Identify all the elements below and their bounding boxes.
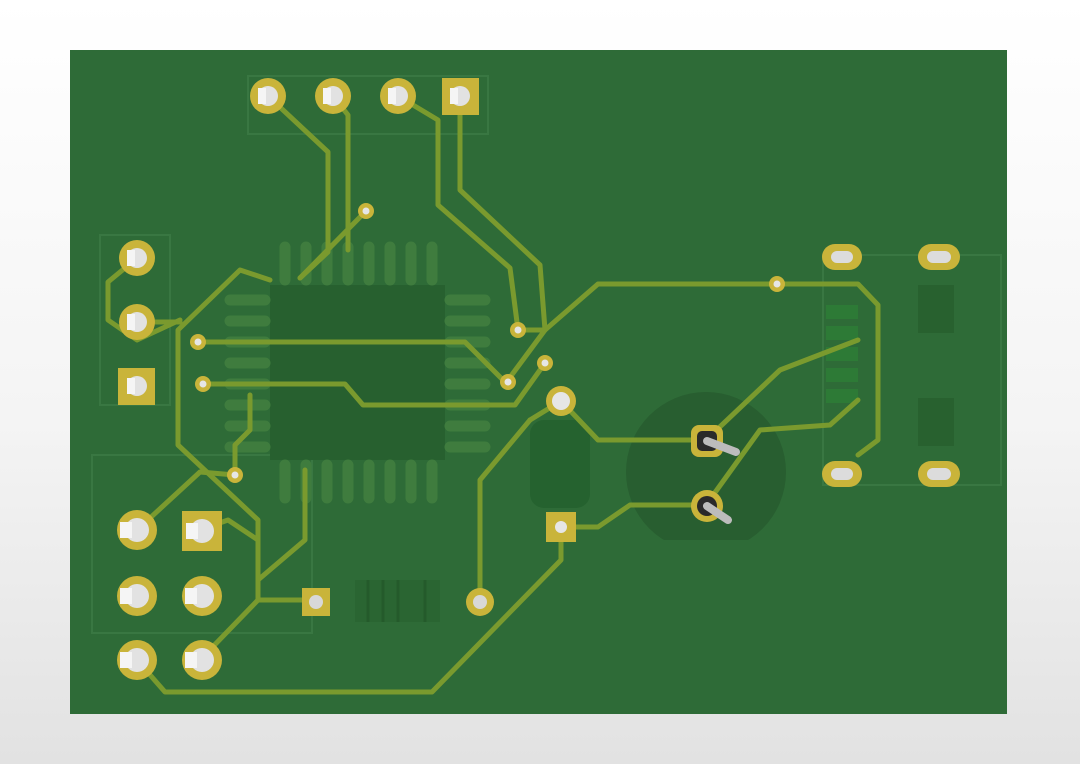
crystal-pad-1[interactable] xyxy=(691,425,740,457)
via xyxy=(500,374,516,390)
header-pin[interactable] xyxy=(117,510,157,550)
usb-shield-pad[interactable] xyxy=(918,461,960,487)
capacitor-pad-positive[interactable] xyxy=(546,386,576,416)
header-pin-1[interactable] xyxy=(182,511,222,551)
header-pin[interactable] xyxy=(315,78,351,114)
crystal-footprint xyxy=(626,392,786,552)
crystal-pads[interactable] xyxy=(691,425,740,524)
copper-traces xyxy=(105,93,881,695)
capacitor-pad-negative[interactable] xyxy=(546,512,576,542)
header-pin[interactable] xyxy=(119,304,155,340)
resistor-pads[interactable] xyxy=(302,588,494,616)
ic-pins-bottom xyxy=(279,459,438,504)
crystal-pad-2[interactable] xyxy=(691,490,732,524)
usb-shield-pads[interactable] xyxy=(822,244,960,487)
usb-shield-pad[interactable] xyxy=(918,244,960,270)
resistor[interactable] xyxy=(355,580,440,622)
capacitor-pads[interactable] xyxy=(546,386,576,542)
header-pin[interactable] xyxy=(182,640,222,680)
via xyxy=(195,376,211,392)
usb-shield-pad[interactable] xyxy=(822,461,862,487)
via xyxy=(769,276,785,292)
header-pin-1[interactable] xyxy=(118,368,155,405)
usb-shield-pad[interactable] xyxy=(822,244,862,270)
via xyxy=(227,467,243,483)
header-pin[interactable] xyxy=(182,576,222,616)
header-pin[interactable] xyxy=(380,78,416,114)
header-pin[interactable] xyxy=(117,640,157,680)
resistor-pad-1[interactable] xyxy=(302,588,330,616)
header-left[interactable] xyxy=(118,240,155,405)
via xyxy=(358,203,374,219)
header-pin[interactable] xyxy=(119,240,155,276)
header-pin[interactable] xyxy=(117,576,157,616)
header-top[interactable] xyxy=(250,78,479,115)
crystal-footprint-cut xyxy=(640,540,770,565)
vias xyxy=(190,203,785,483)
header-pin[interactable] xyxy=(250,78,286,114)
capacitor-body[interactable] xyxy=(530,420,590,508)
via xyxy=(190,334,206,350)
header-pin-1[interactable] xyxy=(442,78,479,115)
ic-body xyxy=(270,285,445,460)
header-isp[interactable] xyxy=(117,510,222,680)
via xyxy=(537,355,553,371)
resistor-pad-2[interactable] xyxy=(466,588,494,616)
via xyxy=(510,322,526,338)
